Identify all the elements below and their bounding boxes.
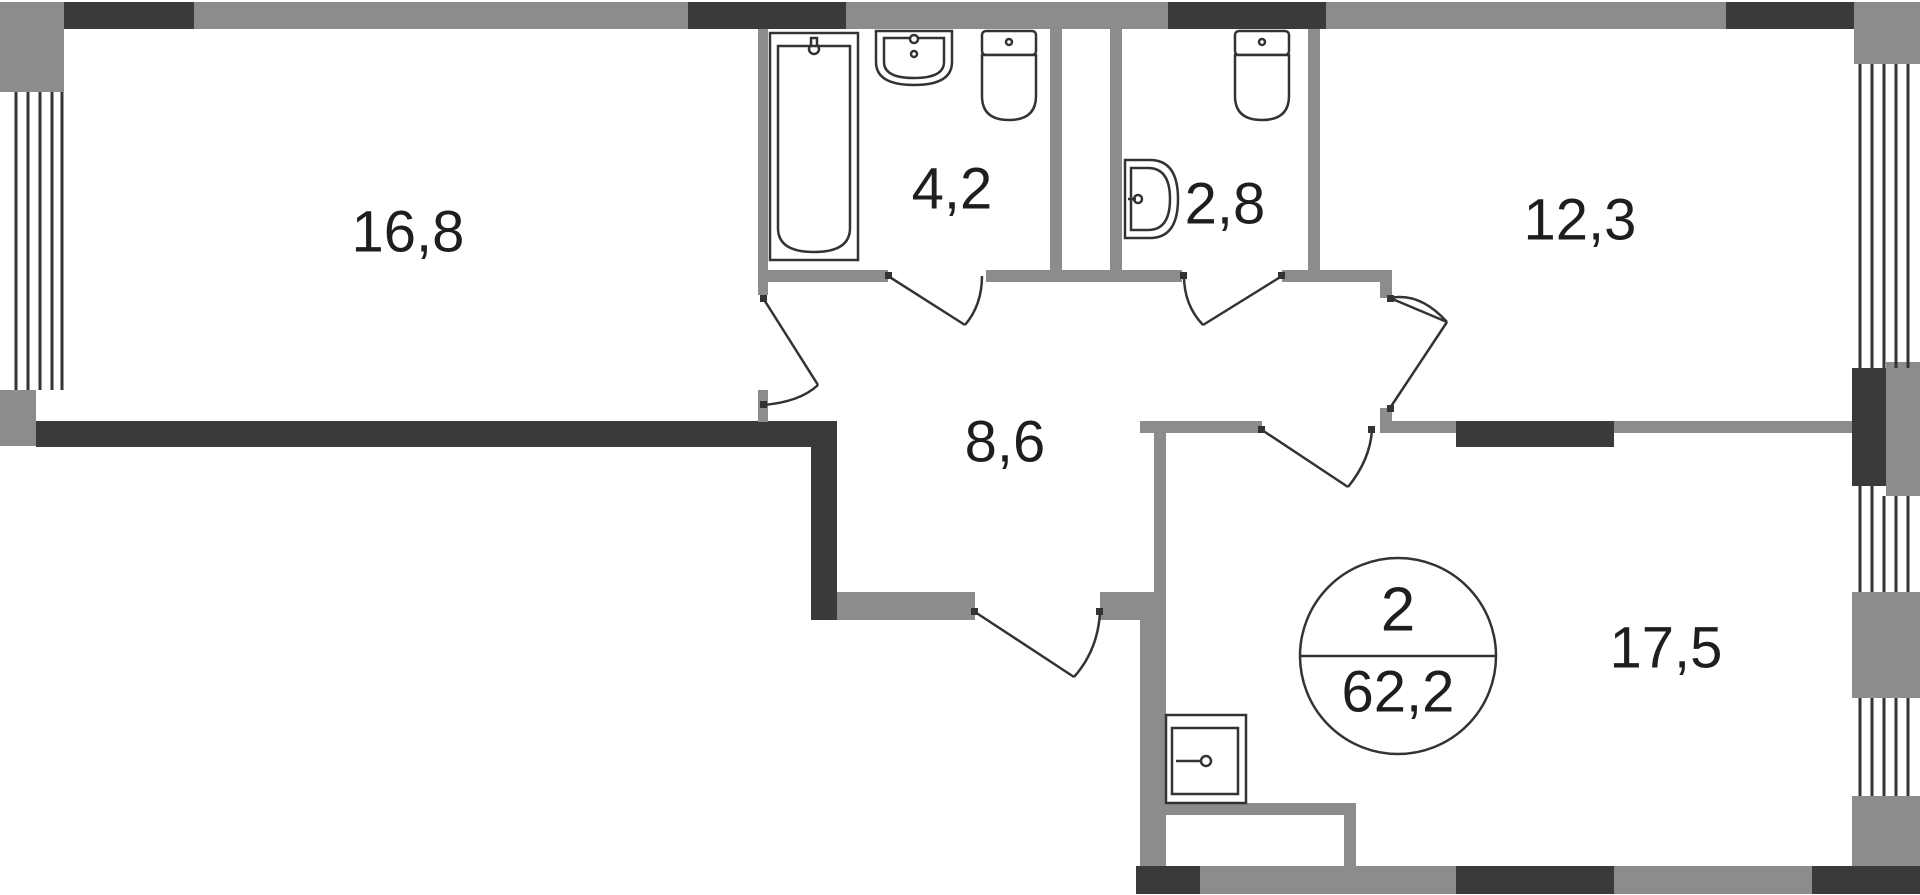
bathtub-icon: [768, 31, 860, 262]
total-area: 62,2: [1342, 659, 1455, 724]
apartment-summary-badge: 2 62,2: [1298, 556, 1498, 756]
door-swing-icon: [761, 274, 1449, 679]
stove-icon: [1164, 713, 1248, 805]
interior-walls: [758, 29, 1852, 866]
window-icon: [14, 64, 1910, 796]
room-area-bedroom: 12,3: [1524, 187, 1637, 252]
room-area-toilet: 2,8: [1185, 171, 1266, 236]
room-area-bathroom: 4,2: [912, 156, 993, 221]
room-area-hallway: 8,6: [965, 409, 1046, 474]
toilet-icon: [1233, 29, 1291, 122]
sink-icon: [1123, 158, 1180, 240]
room-area-kitchen-living: 17,5: [1610, 615, 1723, 680]
room-area-living-room: 16,8: [352, 199, 465, 264]
room-count: 2: [1381, 575, 1415, 644]
sink-icon: [874, 29, 954, 87]
door-hinges: [760, 272, 1394, 615]
toilet-icon: [980, 29, 1038, 122]
